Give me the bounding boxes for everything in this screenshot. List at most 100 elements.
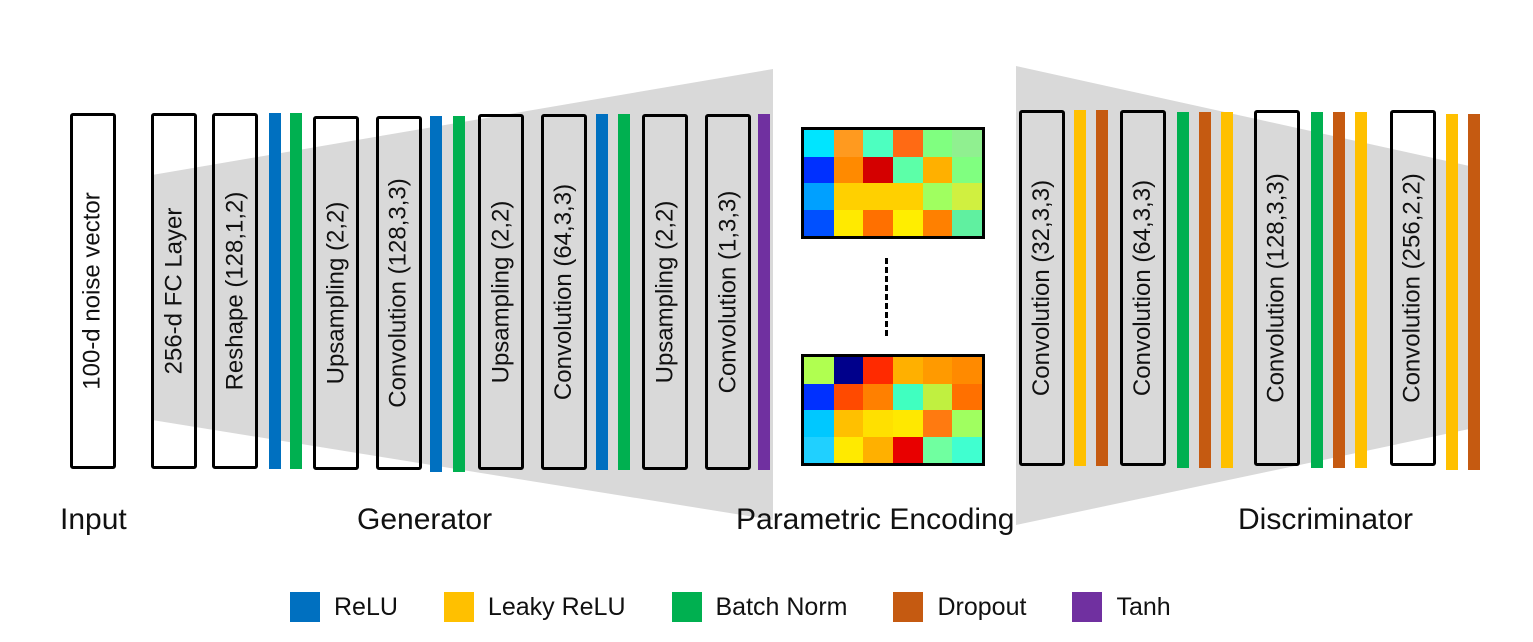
dropout-bar <box>1333 112 1345 468</box>
layer-label: Convolution (32,3,3) <box>1028 179 1056 397</box>
layer-label: 256-d FC Layer <box>160 207 187 375</box>
heatmap-cell <box>833 410 864 437</box>
layer-upsampling-2: Upsampling (2,2) <box>478 114 524 470</box>
heatmap-cell <box>922 383 953 410</box>
leaky-relu-bar <box>1446 114 1458 470</box>
legend-label: Batch Norm <box>715 592 848 621</box>
heatmap-cell <box>922 410 953 437</box>
layer-label: Upsampling (2,2) <box>322 201 349 385</box>
layer-reshape: Reshape (128,1,2) <box>212 113 258 469</box>
heatmap-cell <box>833 156 864 183</box>
batch-norm-bar <box>453 116 465 472</box>
relu-bar <box>596 114 608 470</box>
heatmap-cell <box>892 410 923 437</box>
heatmap-cell <box>892 383 923 410</box>
relu-bar <box>269 113 281 469</box>
heatmap-cell <box>863 209 893 236</box>
heatmap-cell <box>863 357 893 384</box>
encoding-heatmap-top <box>801 127 985 239</box>
heatmap-cell <box>863 130 893 157</box>
leaky-relu-bar <box>1074 110 1086 466</box>
heatmap-cell <box>804 156 834 183</box>
heatmap-cell <box>892 183 923 210</box>
layer-convolution-1: Convolution (1,3,3) <box>705 114 751 470</box>
heatmap-cell <box>804 410 834 437</box>
heatmap-cell <box>952 410 982 437</box>
heatmap-cell <box>863 183 893 210</box>
heatmap-cell <box>833 357 864 384</box>
layer-label: Convolution (256,2,2) <box>1399 173 1427 403</box>
encoding-heatmap-bottom <box>801 354 985 466</box>
heatmap-cell <box>952 209 982 236</box>
legend-item-relu: ReLU <box>290 592 398 622</box>
batch-norm-bar <box>618 114 630 470</box>
legend-label: Leaky ReLU <box>487 592 626 621</box>
heatmap-cell <box>892 357 923 384</box>
heatmap-cell <box>892 436 923 463</box>
leaky-relu-bar <box>1221 112 1233 468</box>
layer-label: 100-d noise vector <box>79 192 107 390</box>
heatmap-cell <box>863 156 893 183</box>
layer-label: Reshape (128,1,2) <box>221 191 249 391</box>
heatmap-cell <box>952 436 982 463</box>
heatmap-cell <box>863 410 893 437</box>
heatmap-cell <box>804 357 834 384</box>
layer-convolution-128: Convolution (128,3,3) <box>376 116 422 470</box>
tanh-bar <box>758 114 770 470</box>
legend-item-tanh: Tanh <box>1072 592 1171 622</box>
heatmap-cell <box>922 357 953 384</box>
legend-label: ReLU <box>334 592 398 621</box>
heatmap-cell <box>804 183 834 210</box>
heatmap-cell <box>804 383 834 410</box>
heatmap-cell <box>833 209 864 236</box>
heatmap-cell <box>952 183 982 210</box>
heatmap-cell <box>804 436 834 463</box>
layer-disc-convolution-128: Convolution (128,3,3) <box>1254 110 1300 466</box>
heatmap-cell <box>922 436 953 463</box>
section-label-discriminator: Discriminator <box>1238 503 1414 536</box>
legend-swatch <box>1072 592 1103 622</box>
section-label-input: Input <box>60 503 127 536</box>
legend: ReLU Leaky ReLU Batch Norm Dropout Tanh <box>290 589 1171 625</box>
legend-swatch <box>893 592 924 622</box>
heatmap-cell <box>952 156 982 183</box>
heatmap-cell <box>922 209 953 236</box>
layer-convolution-64: Convolution (64,3,3) <box>541 114 587 470</box>
layer-fc: 256-d FC Layer <box>151 113 197 469</box>
heatmap-cell <box>804 209 834 236</box>
layer-label: Convolution (64,3,3) <box>1129 179 1157 397</box>
dropout-bar <box>1468 114 1480 470</box>
layer-upsampling-1: Upsampling (2,2) <box>313 116 359 470</box>
heatmap-cell <box>922 130 953 157</box>
heatmap-cell <box>863 383 893 410</box>
legend-item-batch-norm: Batch Norm <box>671 592 848 622</box>
heatmap-cell <box>892 156 923 183</box>
layer-label: Upsampling (2,2) <box>487 200 514 384</box>
legend-item-leaky-relu: Leaky ReLU <box>443 592 626 622</box>
relu-bar <box>430 116 442 472</box>
layer-label: Convolution (128,3,3) <box>1263 173 1291 403</box>
layer-label: Upsampling (2,2) <box>651 200 678 384</box>
batch-norm-bar <box>1311 112 1323 468</box>
leaky-relu-bar <box>1355 112 1367 468</box>
layer-disc-convolution-256: Convolution (256,2,2) <box>1390 110 1436 466</box>
layer-noise-vector: 100-d noise vector <box>70 113 116 469</box>
heatmap-cell <box>833 183 864 210</box>
batch-norm-bar <box>290 113 302 469</box>
legend-label: Dropout <box>937 592 1027 621</box>
ellipsis-dashed-line <box>885 258 888 336</box>
layer-disc-convolution-64: Convolution (64,3,3) <box>1120 110 1166 466</box>
dropout-bar <box>1096 110 1108 466</box>
legend-label: Tanh <box>1116 592 1171 621</box>
layer-disc-convolution-32: Convolution (32,3,3) <box>1019 110 1065 466</box>
section-label-encoding: Parametric Encoding <box>736 503 1015 536</box>
layer-label: Convolution (1,3,3) <box>714 190 741 394</box>
legend-item-dropout: Dropout <box>893 592 1026 622</box>
batch-norm-bar <box>1177 112 1189 468</box>
heatmap-cell <box>952 357 982 384</box>
heatmap-cell <box>833 436 864 463</box>
layer-label: Convolution (64,3,3) <box>550 183 578 401</box>
layer-label: Convolution (128,3,3) <box>385 178 413 408</box>
heatmap-cell <box>833 130 864 157</box>
